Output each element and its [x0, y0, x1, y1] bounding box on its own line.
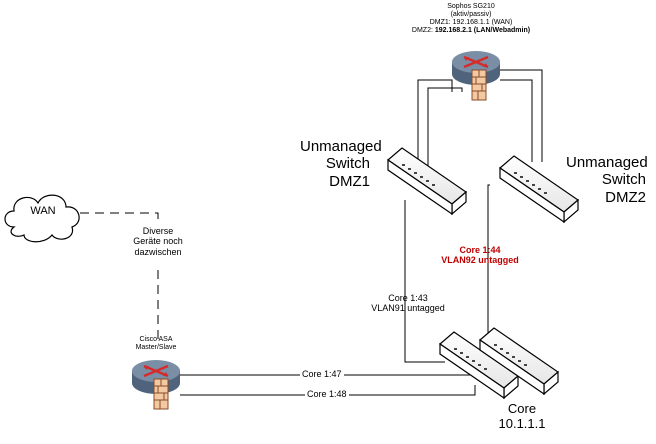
- router-firewall-icon: [132, 360, 180, 410]
- core-line1: Core: [507, 401, 537, 416]
- core-1-43-line2: VLAN91 untagged: [371, 303, 445, 314]
- sophos-dmz1-prefix: DMZ1:: [429, 19, 453, 27]
- link-dmz1-core-1-43: [404, 200, 445, 363]
- switch-icon: [439, 331, 519, 400]
- core-1-44-line2: VLAN92 untagged: [441, 255, 519, 266]
- switch-icon: [499, 155, 579, 224]
- asa-label: Cisco ASA Master/Slave: [126, 336, 186, 352]
- core-1-47-label: Core 1:47: [300, 369, 344, 380]
- asa-line1: Cisco ASA: [139, 336, 173, 343]
- link-dmz2-core-1-44: [487, 184, 490, 340]
- dmz1-switch-label: Unmanaged Switch DMZ1: [300, 138, 382, 190]
- core-1-48-label: Core 1:48: [305, 389, 349, 400]
- sophos-dmz2-prefix: DMZ2:: [411, 27, 435, 35]
- diverse-label: Diverse Geräte noch dazwischen: [118, 226, 198, 257]
- core-line2: 10.1.1.1: [498, 415, 546, 431]
- dmz2-switch-label: Unmanaged Switch DMZ2: [566, 154, 648, 206]
- router-firewall-icon: [452, 51, 500, 101]
- link-wan-asa-dashed: [80, 212, 159, 222]
- core-1-44-label: Core 1:44 VLAN92 untagged: [430, 245, 530, 266]
- switch-icon: [479, 327, 559, 396]
- dmz2-line2: Switch: [601, 171, 646, 189]
- sophos-mode: (aktiv/passiv): [450, 11, 492, 19]
- link-sophos-dmz2-b: [500, 79, 533, 162]
- switch-icon: [387, 147, 467, 216]
- sophos-dmz1-value: 192.168.1.1 (WAN): [452, 19, 513, 27]
- dmz2-line1: Unmanaged: [566, 154, 648, 171]
- diverse-line1: Diverse: [142, 226, 174, 236]
- diverse-line2: Geräte noch: [133, 236, 183, 247]
- dmz2-line3: DMZ2: [605, 188, 646, 206]
- dmz1-line3: DMZ1: [329, 172, 370, 190]
- sophos-name: Sophos SG210: [447, 3, 495, 10]
- sophos-dmz1: DMZ1: 192.168.1.1 (WAN): [396, 19, 546, 27]
- link-sophos-dmz2-a: [500, 69, 543, 162]
- cloud-icon: [4, 194, 80, 243]
- core-1-43-line1: Core 1:43: [388, 293, 428, 303]
- sophos-label: Sophos SG210 (aktiv/passiv) DMZ1: 192.16…: [396, 3, 546, 35]
- core-1-43-label: Core 1:43 VLAN91 untagged: [358, 293, 458, 314]
- sophos-dmz2-value: 192.168.2.1 (LAN/Webadmin): [434, 27, 531, 35]
- sophos-dmz2: DMZ2: 192.168.2.1 (LAN/Webadmin): [396, 27, 546, 35]
- core-label: Core 10.1.1.1: [482, 401, 562, 432]
- link-asa-core-1-48: [180, 385, 476, 396]
- wan-label: WAN: [30, 205, 56, 217]
- dmz1-line2: Switch: [325, 155, 370, 173]
- link-sophos-dmz1-b: [427, 87, 463, 178]
- core-1-44-line1: Core 1:44: [459, 245, 501, 255]
- link-sophos-dmz1-a: [417, 79, 453, 172]
- diverse-line3: dazwischen: [134, 246, 182, 257]
- dmz1-line1: Unmanaged: [300, 138, 382, 155]
- asa-line2: Master/Slave: [135, 344, 177, 352]
